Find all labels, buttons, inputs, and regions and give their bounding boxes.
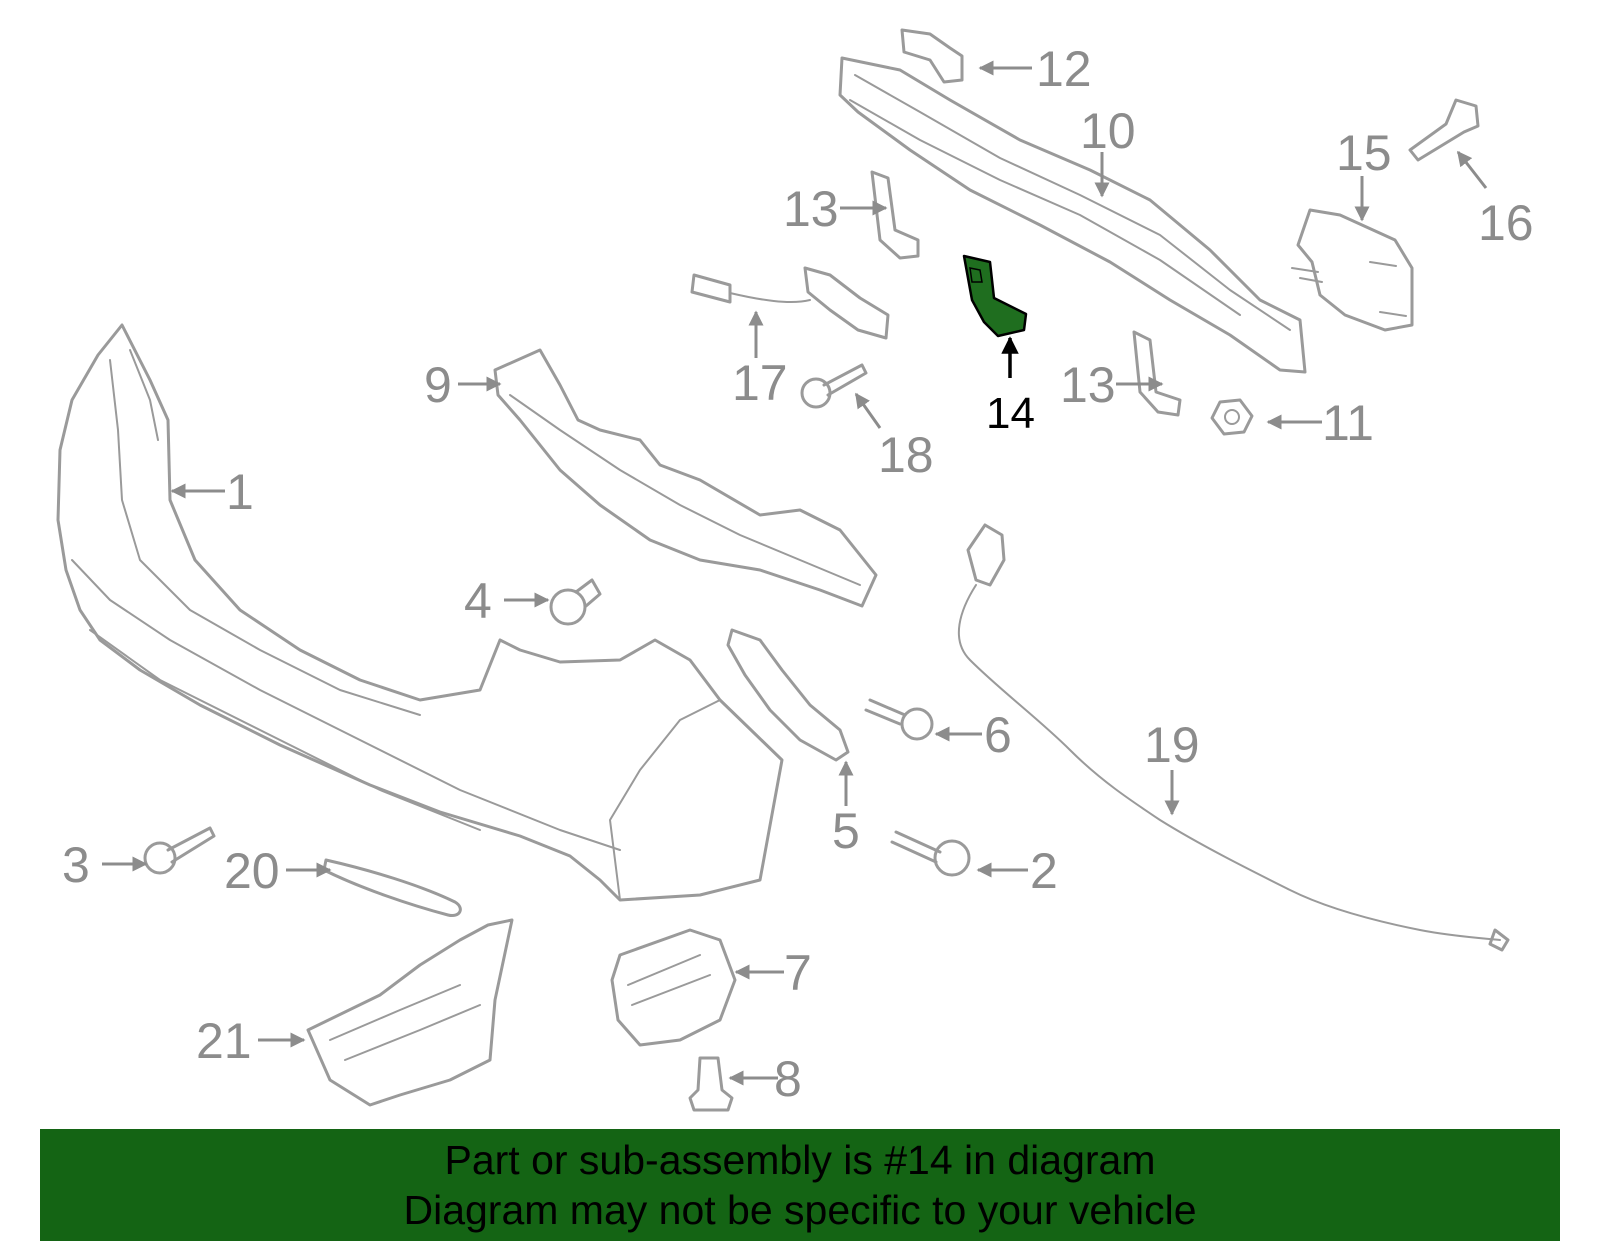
bracket-12-part [900,28,964,84]
bolt-6-part [864,698,934,741]
callout-16: 16 [1478,195,1534,251]
nut-11-part [1210,398,1254,436]
bolt-2-part [890,830,971,877]
bracket-7-part [610,928,737,1047]
screw-3-part [143,826,216,875]
part-info-banner: Part or sub-assembly is #14 in diagram D… [40,1129,1560,1241]
callout-20: 20 [224,843,280,899]
bolt-16-part [1408,98,1480,162]
bumper-cover-part [56,323,784,902]
wiring-harness-19-part [957,523,1510,952]
callout-15: 15 [1336,125,1392,181]
push-pin-8-part [688,1056,734,1112]
bracket-13-upper-part [870,170,920,260]
callout-12: 12 [1036,41,1092,97]
callout-5: 5 [832,803,860,859]
callout-8: 8 [774,1051,802,1107]
callout-10: 10 [1080,103,1136,159]
callout-1: 1 [226,464,254,520]
reflector-20-part [322,858,462,918]
banner-line-1: Part or sub-assembly is #14 in diagram [444,1137,1156,1183]
bracket-15-part [1291,208,1414,332]
callout-4: 4 [464,573,492,629]
bracket-13-lower-part [1132,330,1182,417]
callout-7: 7 [784,945,812,1001]
callout-19: 19 [1144,717,1200,773]
callout-6: 6 [984,707,1012,763]
banner-line-2: Diagram may not be specific to your vehi… [403,1187,1197,1233]
callout-18: 18 [878,427,934,483]
callout-13-upper: 13 [783,181,839,237]
leader-16 [1456,150,1488,189]
callout-14: 14 [986,389,1035,438]
undercover-21-part [306,918,514,1107]
sensor-wire-17-part [690,266,890,340]
callout-13-lower: 13 [1060,357,1116,413]
callout-11: 11 [1322,395,1374,451]
highlighted-part-14 [962,254,1028,338]
callout-17: 17 [732,355,788,411]
energy-absorber-part [493,348,878,608]
callout-3: 3 [62,837,90,893]
side-bracket-5-part [726,628,850,762]
reinforcement-beam-part [838,56,1307,374]
screw-18-part [800,363,868,409]
clip-4-part [549,578,602,626]
callout-9: 9 [424,357,452,413]
callout-21: 21 [196,1013,252,1069]
callout-2: 2 [1030,843,1058,899]
leader-18 [854,392,882,429]
